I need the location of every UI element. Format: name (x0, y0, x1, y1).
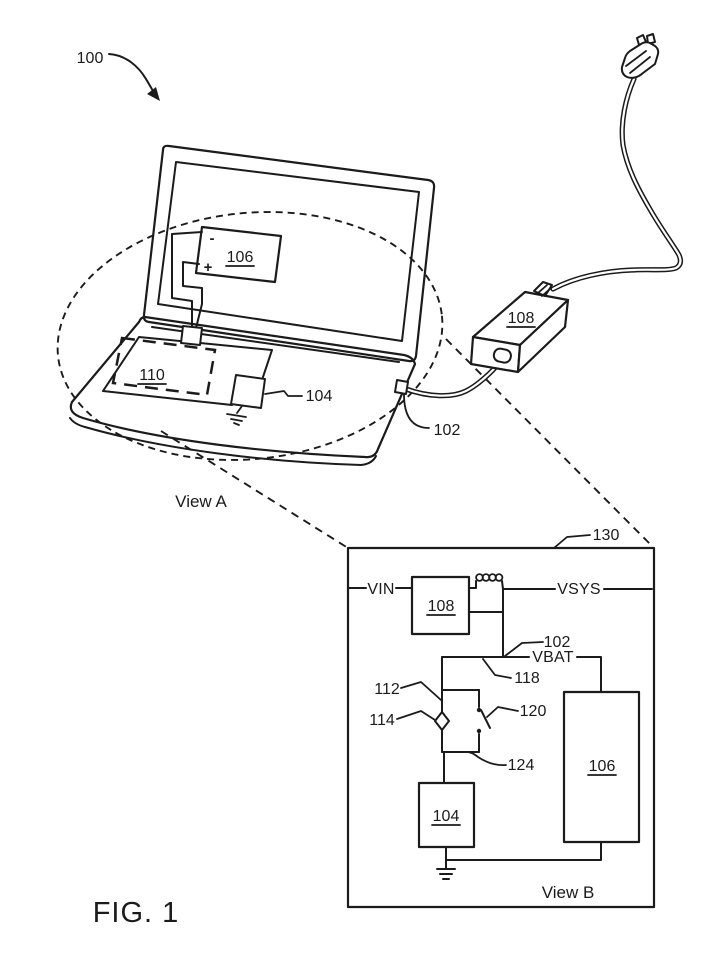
inductor-lead-right (501, 580, 504, 590)
screen-battery-box (194, 225, 283, 284)
label-102-view-b: 102 (544, 634, 571, 651)
inductor-loop (494, 573, 504, 582)
arrowhead-icon (147, 87, 160, 101)
dc-plug-nub (394, 379, 409, 395)
plug-body (620, 41, 660, 79)
label-118: 118 (514, 670, 540, 687)
box-106 (562, 690, 641, 844)
leader-104-view-a (264, 390, 303, 397)
leader-114 (396, 710, 436, 721)
label-108-view-a: 108 (508, 310, 535, 327)
ac-cable (550, 76, 684, 292)
label-124: 124 (508, 757, 535, 774)
view-a-caption: View A (175, 492, 227, 511)
switch-contact-bottom (476, 728, 482, 734)
leader-130 (553, 534, 591, 549)
parallel-loop-rails (441, 689, 480, 753)
leader-100 (108, 53, 155, 94)
inductor-lead-left (468, 580, 477, 589)
switch-120-icon (476, 689, 491, 753)
ac-cable-outline (550, 76, 684, 292)
label-108-view-b: 108 (428, 598, 455, 615)
charger-output-branch (468, 588, 504, 658)
label-130: 130 (593, 527, 620, 544)
label-114: 114 (369, 712, 395, 729)
magnifier (56, 211, 654, 549)
box-104 (417, 781, 476, 849)
connector-104-component (230, 374, 266, 409)
label-106-view-b: 106 (589, 758, 616, 775)
label-112: 112 (374, 681, 400, 698)
ac-cable-core (551, 77, 682, 291)
adapter-output-port (492, 347, 512, 364)
laptop: 110 104 - + 106 (69, 144, 436, 466)
label-vsys: VSYS (557, 581, 601, 598)
label-120: 120 (520, 703, 547, 720)
inductor-coil-icon (468, 573, 504, 590)
battery-wire-connector (180, 325, 203, 346)
leader-102-view-b (504, 641, 544, 657)
laptop-base-outline (69, 315, 417, 459)
ground-symbol-view-a (226, 405, 247, 426)
label-100: 100 (77, 50, 104, 67)
figure-title: FIG. 1 (93, 897, 180, 929)
ac-plug (620, 33, 660, 79)
dc-cable-core (404, 360, 502, 397)
adapter-connector-ridges (537, 284, 552, 297)
battery-plus-terminal: + (204, 259, 213, 276)
battery-wire-2 (182, 261, 203, 329)
leader-124 (465, 751, 507, 767)
ground-stem (236, 405, 243, 414)
switch-blade (480, 709, 491, 729)
plug-ridges (625, 50, 651, 74)
view-b-circuit: VIN 108 VSYS 102 V (348, 573, 653, 880)
magnifier-line-right (445, 338, 654, 548)
leader-118 (482, 658, 512, 679)
battery-minus-terminal: - (210, 230, 215, 247)
magnify-ellipse (56, 211, 444, 461)
ground-bars (436, 868, 456, 880)
leader-112 (400, 681, 442, 701)
dc-cable: 102 (394, 359, 503, 439)
view-b: 130 VIN 108 VSYS (346, 527, 656, 909)
switch-contact-top (476, 707, 482, 713)
view-b-caption: View B (542, 883, 595, 902)
magnifier-line-left (160, 430, 349, 549)
label-vbat: VBAT (532, 649, 573, 666)
leader-120 (486, 706, 519, 718)
ground-bars (226, 413, 247, 426)
laptop-screen-outer (142, 144, 436, 363)
reference-100: 100 (77, 50, 160, 101)
base-board-outline (102, 336, 273, 406)
label-104-view-b: 104 (433, 808, 460, 825)
label-104-view-a: 104 (306, 388, 333, 405)
battery-wire-1 (171, 231, 203, 329)
adapter-side-face (516, 298, 570, 374)
leader-102-view-a (403, 393, 430, 429)
box-108 (410, 575, 471, 636)
label-106-view-a: 106 (227, 249, 254, 266)
ground-symbol-view-b (436, 859, 456, 880)
power-adapter: 108 (469, 281, 570, 374)
ground-rail (445, 841, 602, 861)
label-vin: VIN (367, 581, 394, 598)
laptop-base-thickness-edge (69, 417, 377, 466)
vbat-line (441, 656, 602, 693)
label-110: 110 (139, 367, 165, 384)
label-102-view-a: 102 (434, 422, 461, 439)
laptop-screen-inner (157, 161, 420, 342)
